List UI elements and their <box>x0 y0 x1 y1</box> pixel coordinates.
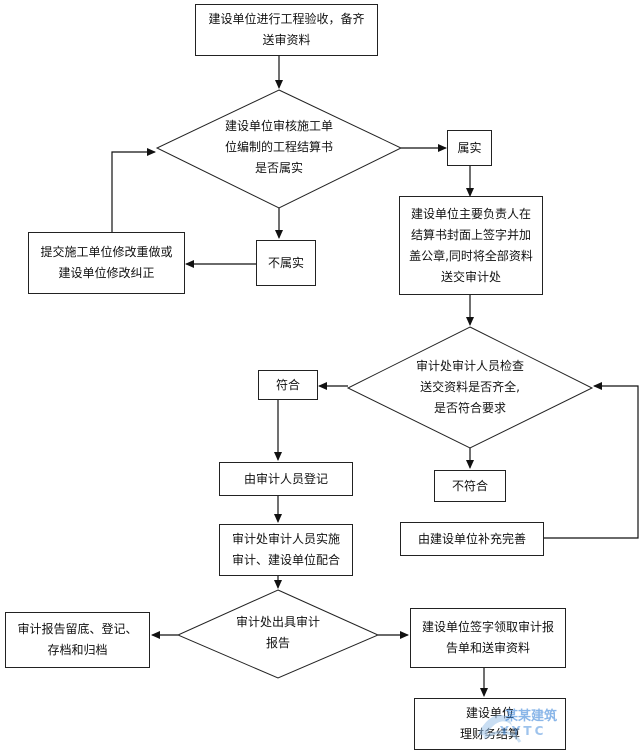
node-text-line: 不属实 <box>267 255 304 270</box>
node-comply: 符合 <box>258 370 318 400</box>
node-text-line: 提交施工单位修改重做或 <box>40 245 173 259</box>
node-supplement: 由建设单位补充完善 <box>400 522 544 556</box>
node-sign-and-submit: 建设单位主要负责人在结算书封面上签字并加盖公章,同时将全部资料送交审计处 <box>399 196 543 295</box>
node-register: 由审计人员登记 <box>219 462 353 496</box>
node-text-line: 审计处审计人员实施 <box>231 532 340 546</box>
node-text-line: 由建设单位补充完善 <box>417 531 526 546</box>
node-text-line: 建设单位主要负责人在 <box>410 206 531 221</box>
node-false: 不属实 <box>256 240 316 286</box>
node-text-line: 存档和归档 <box>47 643 108 657</box>
node-text-line: 建设单位进行工程验收，备齐 <box>208 12 365 26</box>
node-receive: 建设单位签字领取审计报告单和送审资料 <box>410 608 566 668</box>
node-text-line: 告单和送审资料 <box>445 641 530 655</box>
node-text-line: 由审计人员登记 <box>243 471 328 486</box>
node-text-line: 审计处审计人员检查 <box>415 359 524 373</box>
node-text-line: 送交审计处 <box>440 269 501 284</box>
node-true: 属实 <box>447 130 492 166</box>
node-text-line: 属实 <box>457 140 482 155</box>
node-text-line: 结算书封面上签字并加 <box>410 227 531 242</box>
arrow-revise-to-decision1 <box>111 148 156 232</box>
node-revise: 提交施工单位修改重做或建设单位修改纠正 <box>28 232 185 294</box>
node-text-line: 位编制的工程结算书 <box>224 140 333 154</box>
watermark-subtext: YYTC <box>500 724 547 738</box>
node-noncomply: 不符合 <box>434 470 506 502</box>
node-text-line: 盖公章,同时将全部资料 <box>409 248 533 263</box>
decision-report-text: 审计处出具审计报告 <box>213 612 343 654</box>
node-start-acceptance: 建设单位进行工程验收，备齐送审资料 <box>195 4 378 56</box>
node-text-line: 建设单位审核施工单 <box>224 119 333 133</box>
watermark-logo <box>478 714 522 743</box>
node-text-line: 审计报告留底、登记、 <box>17 622 138 636</box>
node-text-line: 不符合 <box>451 478 488 493</box>
decision-check-text: 审计处审计人员检查送交资料是否齐全, 是否符合要求 <box>390 356 550 419</box>
decision-diamond-report <box>176 589 380 679</box>
node-text-line: 审计、建设单位配合 <box>231 553 340 567</box>
node-audit: 审计处审计人员实施审计、建设单位配合 <box>219 524 353 576</box>
node-archive: 审计报告留底、登记、存档和归档 <box>5 612 150 668</box>
node-text-line: 符合 <box>275 377 300 392</box>
arrow-supplement-to-decision2 <box>544 382 639 539</box>
node-text-line: 送交资料是否齐全, <box>420 380 520 394</box>
decision-verify-text: 建设单位审核施工单位编制的工程结算书是否属实 <box>199 116 359 179</box>
node-text-line: 送审资料 <box>262 33 311 47</box>
node-text-line: 报告 <box>265 636 290 650</box>
node-text-line: 是否属实 <box>254 161 303 175</box>
node-text-line: 审计处出具审计 <box>235 615 320 629</box>
node-text-line: 建设单位签字领取审计报 <box>421 620 554 634</box>
watermark-text: 某某建筑 <box>505 709 558 724</box>
node-text-line: 是否符合要求 <box>433 401 506 415</box>
node-text-line: 建设单位修改纠正 <box>58 266 155 280</box>
